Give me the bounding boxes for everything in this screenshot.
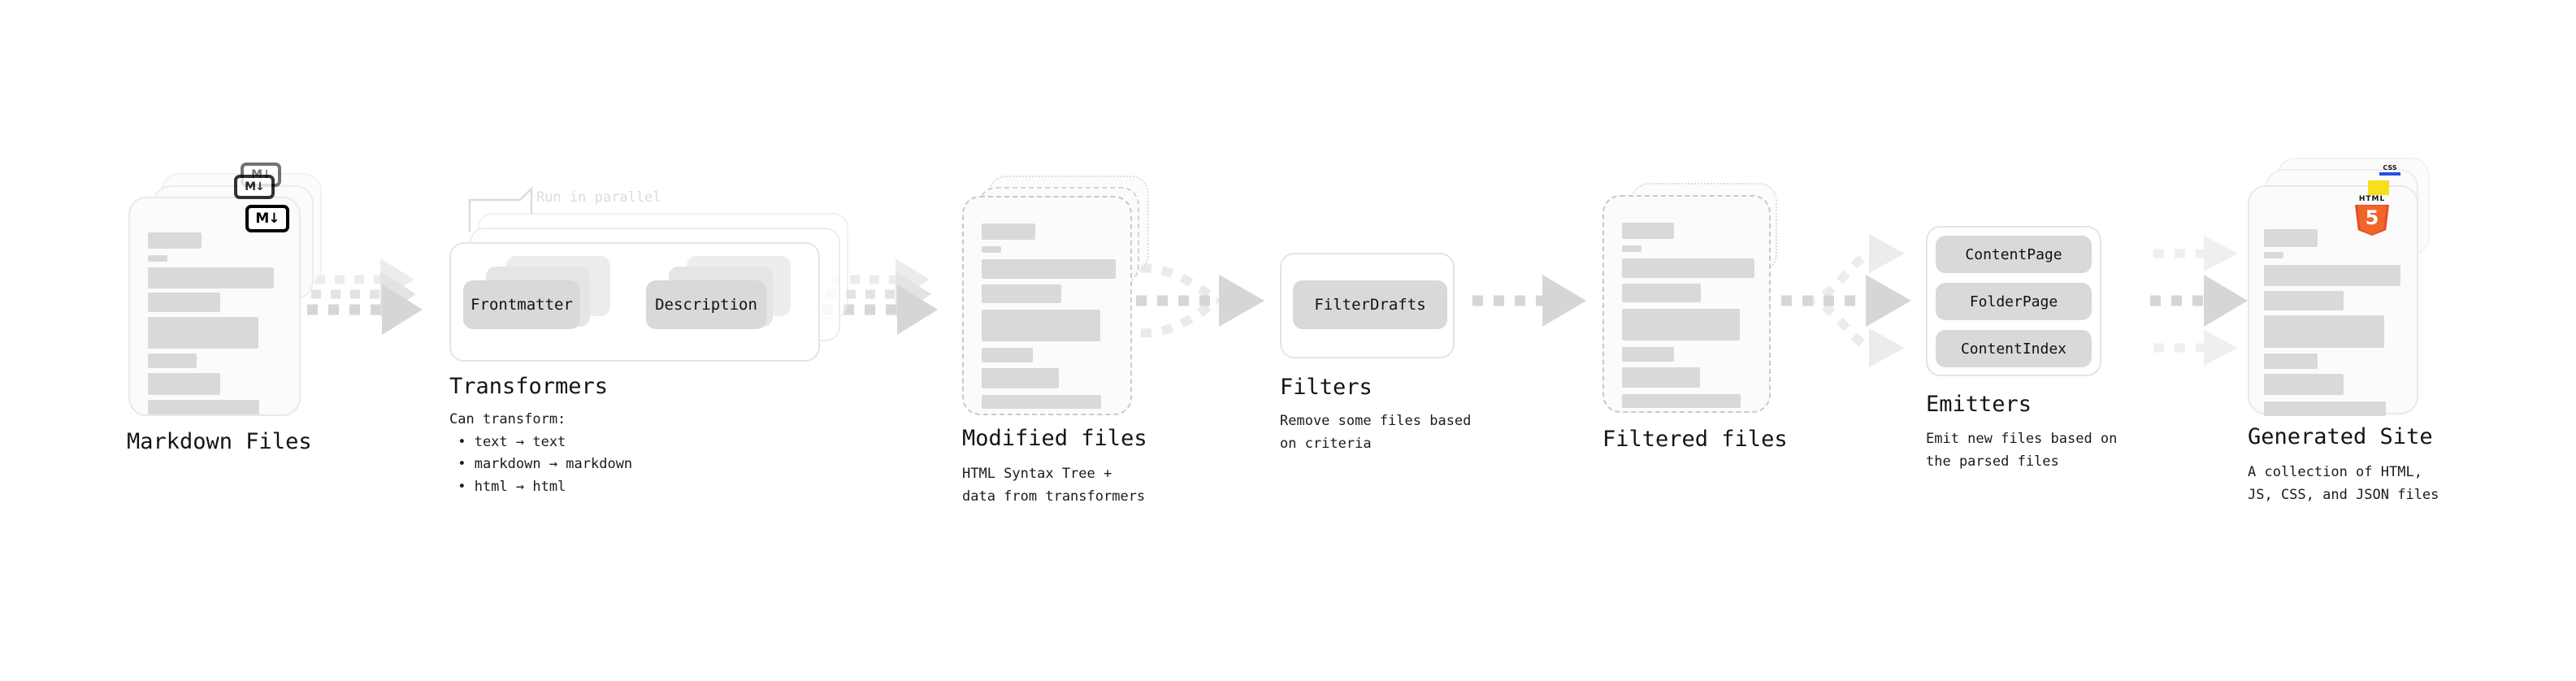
skeleton-title xyxy=(1622,223,1674,239)
stage-title-filters: Filters xyxy=(1280,375,1373,400)
skeleton-line xyxy=(1622,347,1674,362)
stage-desc-filters: Remove some files based on criteria xyxy=(1280,413,1472,452)
skeleton-line xyxy=(148,354,197,368)
stage-desc-modified-files: HTML Syntax Tree + data from transformer… xyxy=(962,466,1146,505)
html5-logo-shield-inner xyxy=(2357,206,2387,235)
filtered-card-front xyxy=(1602,195,1771,413)
skeleton-line xyxy=(982,310,1100,341)
stage-title-modified-files: Modified files xyxy=(962,426,1147,451)
skeleton-tag xyxy=(1622,245,1641,252)
markdown-card-front xyxy=(128,197,301,416)
skeleton-line xyxy=(2264,401,2386,416)
emitter-chip-contentpage[interactable]: ContentPage xyxy=(1936,236,2092,273)
skeleton-line xyxy=(982,395,1101,409)
skeleton-line xyxy=(982,259,1116,279)
skeleton-line xyxy=(148,293,220,312)
skeleton-line xyxy=(982,284,1061,303)
css3-logo-text: CSS xyxy=(2383,164,2397,171)
modified-card-front xyxy=(962,196,1132,415)
arrow-markdown-to-transformers xyxy=(307,258,423,335)
transformer-chip-frontmatter[interactable]: Frontmatter xyxy=(463,280,580,329)
skeleton-line xyxy=(982,368,1059,388)
skeleton-line xyxy=(1622,309,1740,340)
stage-title-generated-site: Generated Site xyxy=(2248,424,2433,449)
skeleton-line xyxy=(982,348,1033,362)
skeleton-line xyxy=(148,400,259,414)
css3-logo-bar xyxy=(2379,172,2400,176)
skeleton-title xyxy=(148,232,202,249)
transformer-chip-description[interactable]: Description xyxy=(646,280,766,329)
skeleton-title xyxy=(982,223,1035,240)
emitter-chip-folderpage[interactable]: FolderPage xyxy=(1936,283,2092,320)
run-in-parallel-bracket xyxy=(468,186,533,232)
skeleton-line xyxy=(148,317,258,349)
skeleton-line xyxy=(2264,354,2318,369)
skeleton-line xyxy=(1622,394,1741,408)
skeleton-line xyxy=(148,373,220,395)
skeleton-tag xyxy=(2264,252,2283,258)
markdown-logo: M↓ xyxy=(245,205,289,232)
stage-desc-emitters: Emit new files based on the parsed files xyxy=(1926,431,2118,470)
skeleton-line xyxy=(2264,265,2400,286)
site-card-front xyxy=(2248,185,2418,416)
stage-desc-generated-site: A collection of HTML, JS, CSS, and JSON … xyxy=(2248,464,2439,503)
stage-title-transformers: Transformers xyxy=(449,374,609,399)
skeleton-line xyxy=(2264,291,2344,310)
arrow-transformers-to-modified xyxy=(822,258,938,335)
skeleton-line xyxy=(1622,258,1754,278)
filter-chip-filterdrafts[interactable]: FilterDrafts xyxy=(1293,280,1447,329)
skeleton-line xyxy=(2264,315,2384,348)
skeleton-line xyxy=(1622,284,1701,302)
css3-logo: CSS xyxy=(2379,165,2400,176)
skeleton-line xyxy=(2264,374,2344,395)
html5-logo: HTML 5 xyxy=(2355,195,2389,239)
html5-logo-five: 5 xyxy=(2365,206,2379,229)
skeleton-line xyxy=(148,267,274,288)
arrow-filters-to-filtered xyxy=(1472,275,1586,327)
markdown-logo: M↓ xyxy=(234,175,275,199)
emitter-chip-contentindex[interactable]: ContentIndex xyxy=(1936,330,2092,367)
stage-desc-transformers: Can transform: • text → text • markdown … xyxy=(449,411,633,495)
skeleton-title xyxy=(2264,229,2318,247)
stage-title-emitters: Emitters xyxy=(1926,392,2032,417)
arrow-emitters-to-site xyxy=(2150,236,2248,366)
stage-title-filtered-files: Filtered files xyxy=(1602,427,1788,452)
skeleton-tag xyxy=(982,246,1001,253)
stage-title-markdown-files: Markdown Files xyxy=(127,429,312,454)
run-in-parallel-label: Run in parallel xyxy=(536,189,661,206)
skeleton-tag xyxy=(148,255,167,262)
arrow-filtered-to-emitters xyxy=(1781,234,1911,367)
html5-logo-text: HTML xyxy=(2358,195,2386,203)
skeleton-line xyxy=(1622,367,1700,388)
javascript-logo xyxy=(2368,180,2389,195)
arrow-modified-to-filters xyxy=(1136,263,1264,338)
